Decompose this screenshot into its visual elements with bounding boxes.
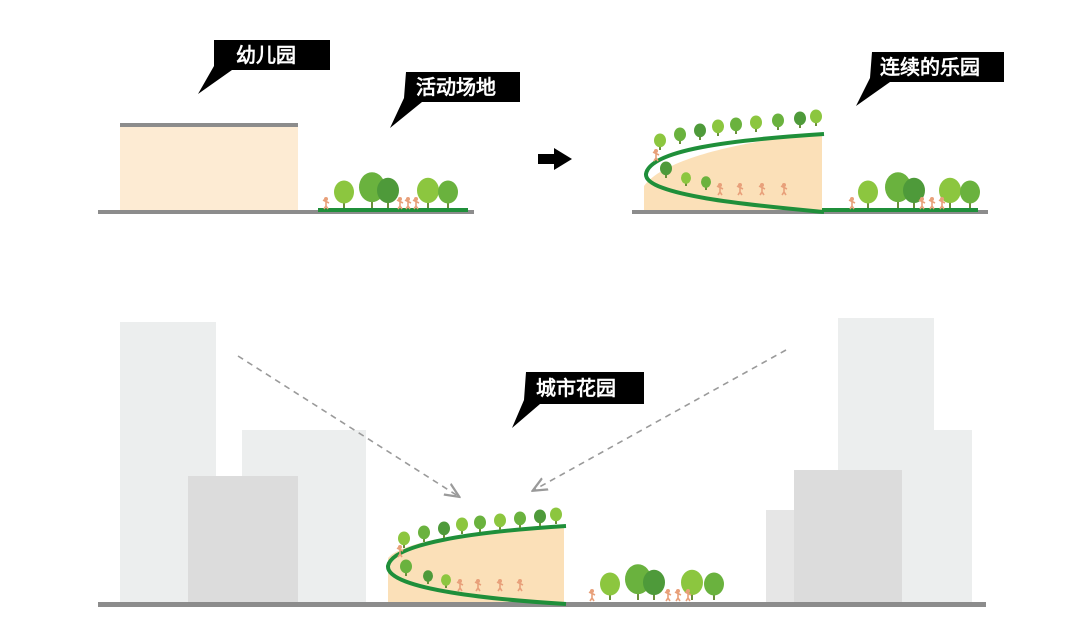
tree-group — [334, 172, 458, 208]
tree-icon — [694, 123, 706, 140]
child-figure-icon — [496, 579, 504, 592]
tree-icon — [418, 525, 430, 542]
child-figure-icon — [716, 183, 724, 196]
tree-icon — [903, 177, 925, 208]
tree-icon — [377, 177, 399, 208]
tree-icon — [474, 515, 486, 532]
kindergarten-building — [120, 124, 298, 212]
tree-icon — [398, 531, 410, 548]
city-block — [188, 476, 298, 606]
activity-area-callout: 活动场地 — [390, 72, 520, 128]
child-figure-icon — [404, 197, 412, 210]
tree-icon — [334, 180, 354, 208]
tree-icon — [400, 559, 412, 576]
continuous-park-callout: 连续的乐园 — [856, 52, 1004, 106]
people-group — [652, 149, 946, 210]
tree-icon — [514, 511, 526, 528]
people-group — [396, 545, 692, 602]
tree-icon — [701, 176, 711, 190]
tree-group — [654, 109, 980, 208]
child-figure-icon — [684, 589, 692, 602]
child-figure-icon — [322, 197, 330, 210]
city-garden-green-ramp — [386, 524, 567, 606]
child-figure-icon — [736, 183, 744, 196]
ground-green-strip-right — [822, 208, 978, 212]
tree-icon — [960, 180, 980, 208]
child-figure-icon — [918, 197, 926, 210]
continuous-park-label: 连续的乐园 — [880, 55, 980, 79]
city-garden-label: 城市花园 — [536, 376, 616, 400]
child-figure-icon — [456, 579, 464, 592]
kindergarten-label: 幼儿园 — [236, 43, 296, 67]
tree-icon — [456, 517, 468, 534]
child-figure-icon — [516, 579, 524, 592]
stage-one-scene: 幼儿园 活动场地 — [98, 40, 520, 214]
tree-icon — [794, 111, 806, 128]
tree-icon — [681, 569, 703, 600]
tree-icon — [643, 569, 665, 600]
activity-area-green-strip — [318, 208, 468, 212]
tree-icon — [550, 507, 562, 524]
child-figure-icon — [674, 589, 682, 602]
people-group — [322, 197, 420, 210]
tree-icon — [730, 117, 742, 134]
tree-icon — [681, 172, 691, 186]
child-figure-icon — [848, 197, 856, 210]
tree-icon — [810, 109, 822, 126]
stage-two-scene: 连续的乐园 — [632, 52, 1004, 214]
child-figure-icon — [664, 589, 672, 602]
tree-icon — [939, 177, 961, 208]
kindergarten-roof — [120, 123, 298, 127]
continuous-green-ramp — [644, 132, 825, 214]
city-garden-callout: 城市花园 — [512, 372, 644, 428]
city-garden-building — [388, 526, 564, 604]
city-garden-scene: 城市花园 — [98, 318, 986, 607]
child-figure-icon — [938, 197, 946, 210]
tree-icon — [438, 521, 450, 538]
child-figure-icon — [780, 183, 788, 196]
transformation-arrow — [538, 148, 572, 170]
tree-icon — [600, 572, 620, 600]
child-figure-icon — [928, 197, 936, 210]
tree-icon — [494, 513, 506, 530]
tree-icon — [423, 570, 433, 584]
child-figure-icon — [396, 197, 404, 210]
tree-icon — [660, 161, 672, 178]
tree-icon — [712, 119, 724, 136]
tree-icon — [704, 572, 724, 600]
child-figure-icon — [396, 545, 404, 558]
tree-group — [398, 507, 724, 600]
tree-icon — [772, 113, 784, 130]
child-figure-icon — [474, 579, 482, 592]
tree-icon — [438, 180, 458, 208]
tree-icon — [674, 127, 686, 144]
kindergarten-callout: 幼儿园 — [198, 40, 330, 94]
activity-area-label: 活动场地 — [416, 75, 496, 99]
tree-icon — [858, 180, 878, 208]
child-figure-icon — [758, 183, 766, 196]
continuous-park-building — [644, 134, 822, 212]
ground-line-bottom — [98, 602, 986, 607]
tree-icon — [534, 509, 546, 526]
sight-line-right — [534, 349, 787, 490]
child-figure-icon — [652, 149, 660, 162]
city-block — [794, 470, 902, 606]
tree-icon — [417, 177, 439, 208]
tree-icon — [654, 133, 666, 150]
tree-icon — [750, 115, 762, 132]
child-figure-icon — [588, 589, 596, 602]
ground-line-left — [98, 210, 474, 214]
child-figure-icon — [412, 197, 420, 210]
tree-icon — [441, 574, 451, 588]
